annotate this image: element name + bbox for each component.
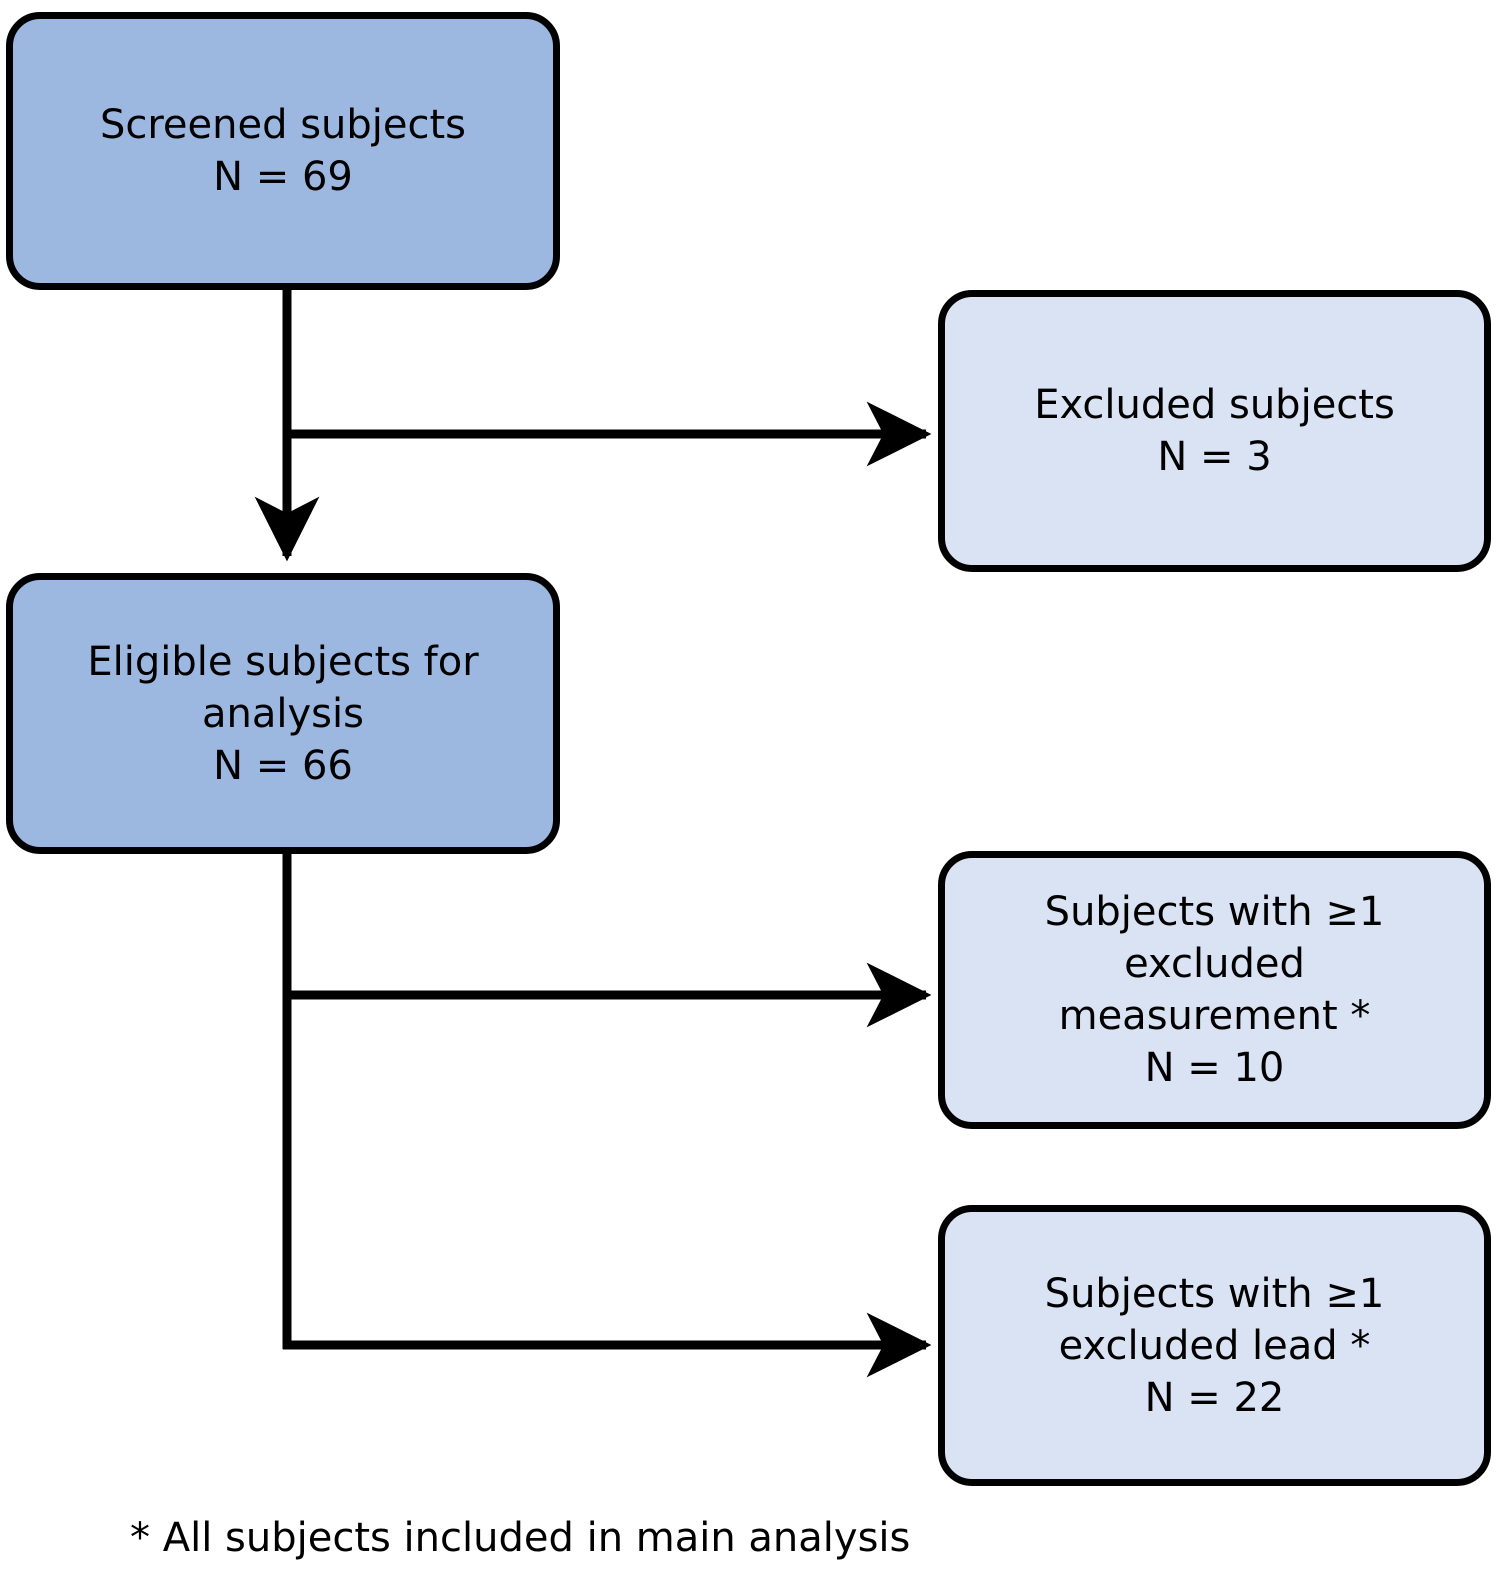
node-excluded-subjects[interactable]: Excluded subjects N = 3 xyxy=(938,290,1491,572)
node-subjects-excluded-lead[interactable]: Subjects with ≥1 excluded lead * N = 22 xyxy=(938,1205,1491,1486)
node-screened-label: Screened subjects xyxy=(99,102,467,148)
node-excluded-measurement-line1: Subjects with ≥1 xyxy=(1044,889,1385,935)
node-eligible-count: N = 66 xyxy=(213,742,353,789)
node-eligible-label-line1: Eligible subjects for xyxy=(87,638,479,685)
node-excluded-lead-line1: Subjects with ≥1 xyxy=(1044,1270,1385,1317)
node-excluded-measurement-line2: excluded xyxy=(1124,941,1305,987)
node-screened-subjects[interactable]: Screened subjects N = 69 xyxy=(6,12,560,290)
node-excluded-count: N = 3 xyxy=(1157,434,1272,480)
node-excluded-measurement-count: N = 10 xyxy=(1144,1045,1285,1091)
node-screened-count: N = 69 xyxy=(213,154,353,200)
node-eligible-label-line2: analysis xyxy=(202,690,364,737)
node-excluded-measurement-line3: measurement * xyxy=(1058,993,1371,1039)
footnote-text: * All subjects included in main analysis xyxy=(130,1515,911,1561)
node-subjects-excluded-measurement[interactable]: Subjects with ≥1 excluded measurement * … xyxy=(938,851,1491,1129)
node-excluded-lead-line2: excluded lead * xyxy=(1058,1322,1371,1369)
node-excluded-label: Excluded subjects xyxy=(1034,382,1395,428)
node-excluded-lead-count: N = 22 xyxy=(1144,1374,1285,1421)
node-eligible-subjects[interactable]: Eligible subjects for analysis N = 66 xyxy=(6,573,560,854)
